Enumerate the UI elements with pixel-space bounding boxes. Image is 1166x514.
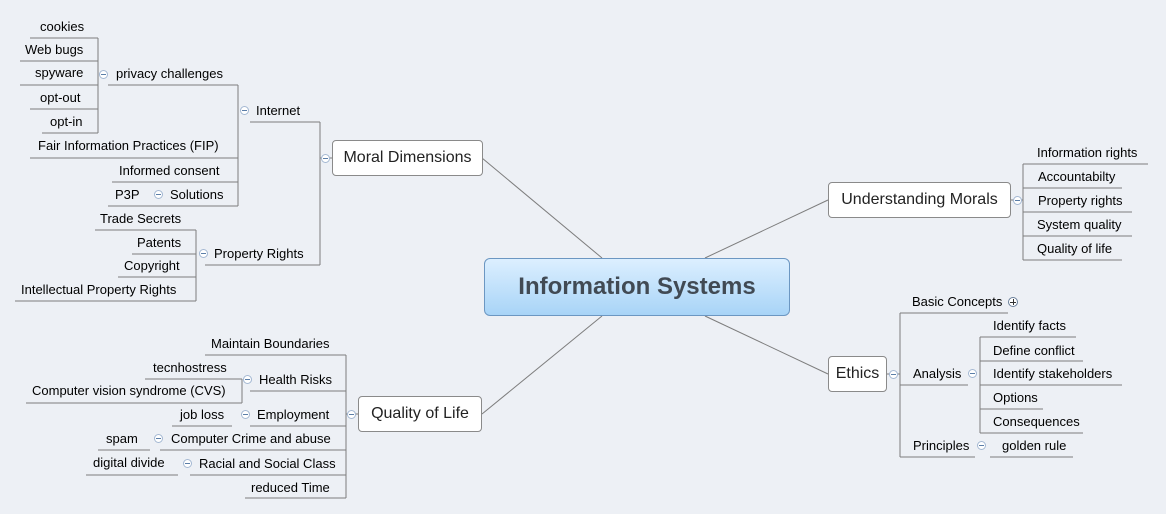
- solutions-node[interactable]: Solutions: [170, 187, 224, 202]
- moral-dimensions-topic[interactable]: Moral Dimensions: [332, 140, 483, 176]
- collapse-employment-icon[interactable]: [241, 410, 250, 419]
- patents-node[interactable]: Patents: [137, 235, 182, 250]
- collapse-health-risks-icon[interactable]: [243, 375, 252, 384]
- web-bugs-node[interactable]: Web bugs: [25, 42, 84, 57]
- tecnhostress-node[interactable]: tecnhostress: [153, 360, 227, 375]
- copyright-node[interactable]: Copyright: [124, 258, 180, 273]
- property-rights-node[interactable]: Property Rights: [214, 246, 304, 261]
- collapse-computer-crime-icon[interactable]: [154, 434, 163, 443]
- consequences-node[interactable]: Consequences: [993, 414, 1080, 429]
- system-quality-node[interactable]: System quality: [1037, 217, 1122, 232]
- ethics-topic[interactable]: Ethics: [828, 356, 887, 392]
- accountability-node[interactable]: Accountabilty: [1038, 169, 1116, 184]
- opt-out-node[interactable]: opt-out: [40, 90, 81, 105]
- internet-node[interactable]: Internet: [256, 103, 301, 118]
- collapse-racial-social-icon[interactable]: [183, 459, 192, 468]
- quality-of-life-moral-node[interactable]: Quality of life: [1037, 241, 1113, 256]
- understanding-morals-topic[interactable]: Understanding Morals: [828, 182, 1011, 218]
- health-risks-node[interactable]: Health Risks: [259, 372, 332, 387]
- collapse-internet-icon[interactable]: [240, 106, 249, 115]
- collapse-privacy-icon[interactable]: [99, 70, 108, 79]
- computer-crime-node[interactable]: Computer Crime and abuse: [171, 431, 331, 446]
- p3p-node[interactable]: P3P: [115, 187, 140, 202]
- reduced-time-node[interactable]: reduced Time: [251, 480, 330, 495]
- intellectual-property-node[interactable]: Intellectual Property Rights: [21, 282, 177, 297]
- spam-node[interactable]: spam: [106, 431, 138, 446]
- trade-secrets-node[interactable]: Trade Secrets: [100, 211, 182, 226]
- principles-node[interactable]: Principles: [913, 438, 970, 453]
- basic-concepts-node[interactable]: Basic Concepts: [912, 294, 1003, 309]
- information-rights-node[interactable]: Information rights: [1037, 145, 1138, 160]
- analysis-node[interactable]: Analysis: [913, 366, 962, 381]
- define-conflict-node[interactable]: Define conflict: [993, 343, 1075, 358]
- spyware-node[interactable]: spyware: [35, 65, 84, 80]
- identify-facts-node[interactable]: Identify facts: [993, 318, 1066, 333]
- golden-rule-node[interactable]: golden rule: [1002, 438, 1067, 453]
- property-rights-moral-node[interactable]: Property rights: [1038, 193, 1123, 208]
- options-node[interactable]: Options: [993, 390, 1038, 405]
- employment-node[interactable]: Employment: [257, 407, 330, 422]
- expand-basic-concepts-icon[interactable]: [1008, 297, 1018, 307]
- racial-social-node[interactable]: Racial and Social Class: [199, 456, 336, 471]
- collapse-understanding-morals-icon[interactable]: [1013, 196, 1022, 205]
- collapse-moral-dimensions-icon[interactable]: [321, 154, 330, 163]
- collapse-quality-of-life-icon[interactable]: [347, 410, 356, 419]
- cvs-node[interactable]: Computer vision syndrome (CVS): [32, 383, 226, 398]
- collapse-property-rights-icon[interactable]: [199, 249, 208, 258]
- opt-in-node[interactable]: opt-in: [50, 114, 83, 129]
- collapse-analysis-icon[interactable]: [968, 369, 977, 378]
- central-topic[interactable]: Information Systems: [484, 258, 790, 316]
- collapse-ethics-icon[interactable]: [889, 370, 898, 379]
- digital-divide-node[interactable]: digital divide: [93, 455, 165, 470]
- identify-stakeholders-node[interactable]: Identify stakeholders: [993, 366, 1113, 381]
- maintain-boundaries-node[interactable]: Maintain Boundaries: [211, 336, 330, 351]
- job-loss-node[interactable]: job loss: [180, 407, 225, 422]
- quality-of-life-topic[interactable]: Quality of Life: [358, 396, 482, 432]
- informed-consent-node[interactable]: Informed consent: [119, 163, 220, 178]
- cookies-node[interactable]: cookies: [40, 19, 85, 34]
- collapse-solutions-icon[interactable]: [154, 190, 163, 199]
- collapse-principles-icon[interactable]: [977, 441, 986, 450]
- fip-node[interactable]: Fair Information Practices (FIP): [38, 138, 219, 153]
- privacy-challenges-node[interactable]: privacy challenges: [116, 66, 223, 81]
